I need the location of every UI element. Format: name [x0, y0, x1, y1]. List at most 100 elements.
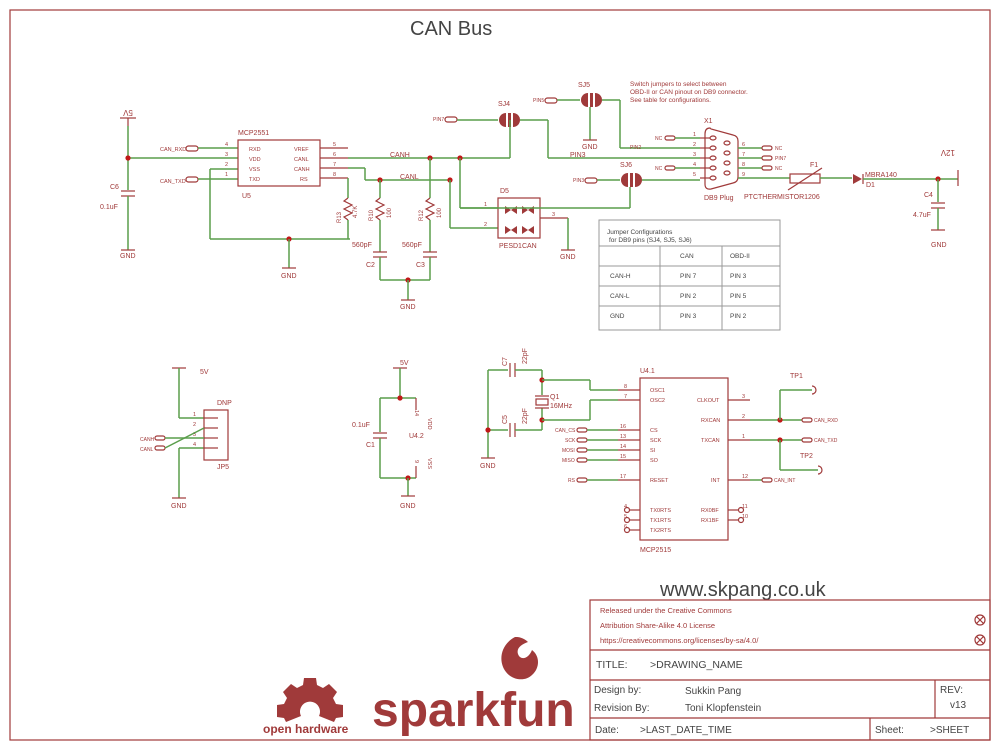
- d1-part: MBRA140: [865, 172, 897, 179]
- svg-text:RXD: RXD: [249, 147, 261, 153]
- svg-text:16: 16: [620, 424, 626, 430]
- u5-ref: U5: [242, 193, 251, 200]
- svg-text:RS: RS: [568, 478, 576, 484]
- svg-text:SCK: SCK: [565, 438, 576, 444]
- u41-part: MCP2515: [640, 547, 671, 554]
- tp1-label: TP1: [790, 373, 803, 380]
- svg-text:3: 3: [552, 212, 555, 218]
- revisor: Toni Klopfenstein: [685, 703, 761, 714]
- svg-text:MISO: MISO: [562, 458, 575, 464]
- svg-text:4: 4: [225, 142, 228, 148]
- svg-text:RESET: RESET: [650, 478, 669, 484]
- svg-text:2: 2: [484, 222, 487, 228]
- svg-text:2: 2: [742, 414, 745, 420]
- svg-text:TITLE:: TITLE:: [596, 659, 628, 671]
- svg-text:6: 6: [333, 152, 336, 158]
- svg-text:Sheet:: Sheet:: [875, 725, 904, 736]
- q1-ref: Q1: [550, 394, 559, 401]
- sj6-label: SJ6: [620, 162, 632, 169]
- c2-value: 560pF: [352, 242, 372, 249]
- svg-text:GND: GND: [400, 304, 416, 311]
- svg-text:3: 3: [225, 152, 228, 158]
- designer: Sukkin Pang: [685, 686, 741, 697]
- svg-text:VSS: VSS: [249, 167, 260, 173]
- sj6-jumper[interactable]: [621, 173, 642, 187]
- svg-text:GND: GND: [931, 242, 947, 249]
- svg-text:5V: 5V: [122, 108, 132, 117]
- svg-text:2: 2: [193, 422, 196, 428]
- svg-text:PIN 2: PIN 2: [730, 313, 747, 320]
- revision: v13: [950, 700, 967, 711]
- c3-ref: C3: [416, 262, 425, 269]
- f1-part: PTCTHERMISTOR1206: [744, 194, 820, 201]
- r13-value: 4.7K: [353, 206, 359, 218]
- db9-connector: [704, 127, 739, 190]
- q1-value: 16MHz: [550, 403, 573, 410]
- svg-text:5V: 5V: [200, 369, 209, 376]
- svg-text:PIN3: PIN3: [573, 178, 584, 184]
- svg-text:CAN-L: CAN-L: [610, 293, 630, 300]
- sheet-number: >SHEET: [930, 725, 969, 736]
- u41-mcp2515: [639, 377, 729, 541]
- svg-text:NC: NC: [655, 136, 663, 142]
- svg-text:DNP: DNP: [217, 400, 232, 407]
- c5-value: 22pF: [522, 408, 529, 424]
- c6-value: 0.1uF: [100, 204, 118, 211]
- svg-text:GND: GND: [400, 503, 416, 510]
- x1-ref: X1: [704, 118, 713, 125]
- svg-text:NC: NC: [775, 166, 783, 172]
- gnd-label: GND: [120, 253, 136, 260]
- svg-text:RS: RS: [300, 177, 308, 183]
- oshw-text: open hardware: [263, 722, 349, 736]
- supply-12v: 12V: [940, 148, 955, 157]
- svg-text:CAN_TXD: CAN_TXD: [814, 438, 838, 444]
- jumper-note-3: See table for configurations.: [630, 97, 711, 104]
- u41-ref: U4.1: [640, 368, 655, 375]
- sparkfun-logo: sparkfun: [372, 636, 575, 737]
- svg-text:Jumper Configurations: Jumper Configurations: [607, 229, 673, 236]
- can-txd-label: CAN_TXD: [160, 179, 186, 185]
- sj5-jumper[interactable]: [581, 93, 602, 107]
- svg-text:4: 4: [624, 504, 627, 510]
- date: >LAST_DATE_TIME: [640, 725, 732, 736]
- svg-text:9: 9: [413, 460, 419, 463]
- svg-text:3: 3: [193, 432, 196, 438]
- svg-text:GND: GND: [480, 463, 496, 470]
- svg-text:RX1BF: RX1BF: [701, 518, 719, 524]
- pin3-net: PIN3: [570, 152, 586, 159]
- svg-text:8: 8: [333, 172, 336, 178]
- svg-text:CANH: CANH: [140, 437, 155, 443]
- svg-text:7: 7: [333, 162, 336, 168]
- gnd-label-u5: GND: [281, 273, 297, 280]
- jp5-header: [203, 409, 229, 461]
- svg-text:PIN5: PIN5: [533, 98, 544, 104]
- sj4-label: SJ4: [498, 101, 510, 108]
- jp5-ref: JP5: [217, 464, 229, 471]
- c1-value: 0.1uF: [352, 422, 370, 429]
- svg-text:TX2RTS: TX2RTS: [650, 528, 671, 534]
- d5-part: PESD1CAN: [499, 243, 537, 250]
- svg-text:7: 7: [624, 394, 627, 400]
- svg-text:6: 6: [742, 142, 745, 148]
- svg-text:OSC2: OSC2: [650, 398, 665, 404]
- canh-net: CANH: [390, 152, 410, 159]
- svg-text:3: 3: [693, 152, 696, 158]
- svg-text:VDD: VDD: [426, 418, 432, 430]
- svg-text:3: 3: [742, 394, 745, 400]
- svg-text:1: 1: [484, 202, 487, 208]
- drawing-name: >DRAWING_NAME: [650, 659, 743, 671]
- svg-text:Date:: Date:: [595, 725, 619, 736]
- svg-text:5: 5: [333, 142, 336, 148]
- svg-text:Revision By:: Revision By:: [594, 703, 650, 714]
- title-block: www.skpang.co.uk Released under the Crea…: [589, 579, 991, 741]
- license-line-3: https://creativecommons.org/licenses/by-…: [600, 636, 759, 645]
- svg-text:5V: 5V: [400, 360, 409, 367]
- cc-icon: [974, 614, 986, 626]
- svg-text:12: 12: [742, 474, 748, 480]
- svg-text:TXD: TXD: [249, 177, 260, 183]
- svg-text:PIN7: PIN7: [433, 117, 444, 123]
- sj5-label: SJ5: [578, 82, 590, 89]
- svg-text:VREF: VREF: [294, 147, 309, 153]
- c2-ref: C2: [366, 262, 375, 269]
